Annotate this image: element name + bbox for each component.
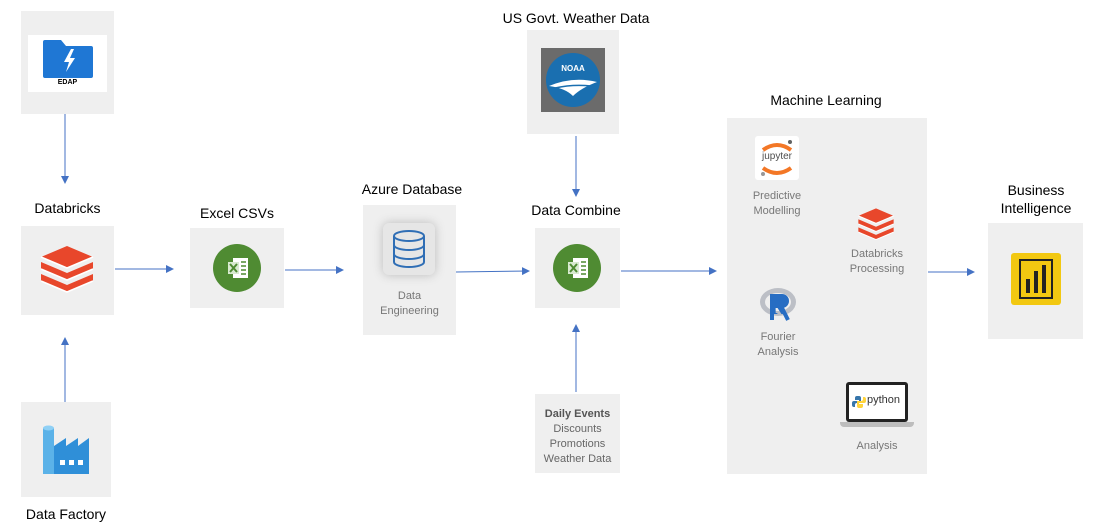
factory-icon	[43, 425, 89, 474]
bi-label-line2: Intelligence	[1000, 200, 1072, 216]
database-icon	[393, 230, 425, 268]
machine-learning-node[interactable]: jupyter Predictive Modelling Databricks …	[727, 118, 927, 474]
edap-icon-text: EDAP	[57, 79, 78, 86]
data-factory-label: Data Factory	[25, 506, 107, 522]
azure-database-node[interactable]: Data Engineering	[363, 205, 456, 335]
daily-events-node[interactable]: Daily Events Discounts Promotions Weathe…	[535, 394, 620, 473]
databricks-label: Databricks	[34, 200, 101, 216]
powerbi-icon	[1011, 253, 1061, 305]
databricks-processing-line1: Databricks	[851, 248, 903, 260]
bi-label-line1: Business	[1007, 182, 1065, 198]
fourier-line1: Fourier	[760, 331, 796, 343]
azure-database-label: Azure Database	[361, 181, 463, 197]
predictive-line1: Predictive	[752, 190, 802, 202]
fourier-line2: Analysis	[757, 346, 799, 358]
noaa-card: NOAA	[541, 48, 605, 112]
folder-bolt-icon	[43, 40, 93, 78]
daily-events-item: Discounts	[553, 423, 602, 435]
daily-events-item: Weather Data	[543, 453, 612, 465]
predictive-line2: Modelling	[753, 205, 801, 217]
excel-icon	[213, 244, 261, 292]
daily-events-title: Daily Events	[544, 408, 611, 420]
business-intelligence-node[interactable]	[988, 223, 1083, 339]
databricks-icon	[858, 208, 894, 241]
noaa-logo-icon	[546, 53, 600, 107]
databricks-node[interactable]	[21, 226, 114, 315]
noaa-text: NOAA	[561, 64, 585, 73]
weather-node[interactable]: NOAA	[527, 30, 619, 134]
databricks-processing-line2: Processing	[849, 263, 905, 275]
jupyter-text: jupyter	[761, 151, 792, 162]
daily-events-item: Promotions	[549, 438, 606, 450]
python-laptop-icon: python	[840, 382, 914, 428]
database-icon-bg	[383, 223, 435, 275]
jupyter-logo-icon: jupyter	[755, 136, 799, 180]
excel-icon	[553, 244, 601, 292]
machine-learning-label: Machine Learning	[770, 92, 882, 108]
edap-node[interactable]: EDAP	[21, 11, 114, 114]
data-combine-node[interactable]	[535, 228, 620, 308]
excel-csvs-label: Excel CSVs	[200, 205, 274, 221]
data-combine-label: Data Combine	[531, 202, 621, 218]
python-text: python	[867, 394, 901, 406]
weather-label: US Govt. Weather Data	[502, 10, 650, 26]
r-logo-icon: R	[758, 284, 798, 324]
arrow-azure-to-combine	[455, 267, 530, 276]
r-text: R	[770, 294, 786, 319]
databricks-icon	[40, 246, 94, 293]
azure-sublabel-line1: Data	[397, 290, 422, 302]
excel-csvs-node[interactable]	[190, 228, 284, 308]
daily-events-text: Daily Events Discounts Promotions Weathe…	[535, 407, 620, 467]
data-factory-node[interactable]	[21, 402, 111, 497]
edap-icon-card: EDAP	[28, 35, 107, 92]
azure-sublabel-line2: Engineering	[380, 305, 439, 317]
analysis-label: Analysis	[856, 440, 898, 452]
